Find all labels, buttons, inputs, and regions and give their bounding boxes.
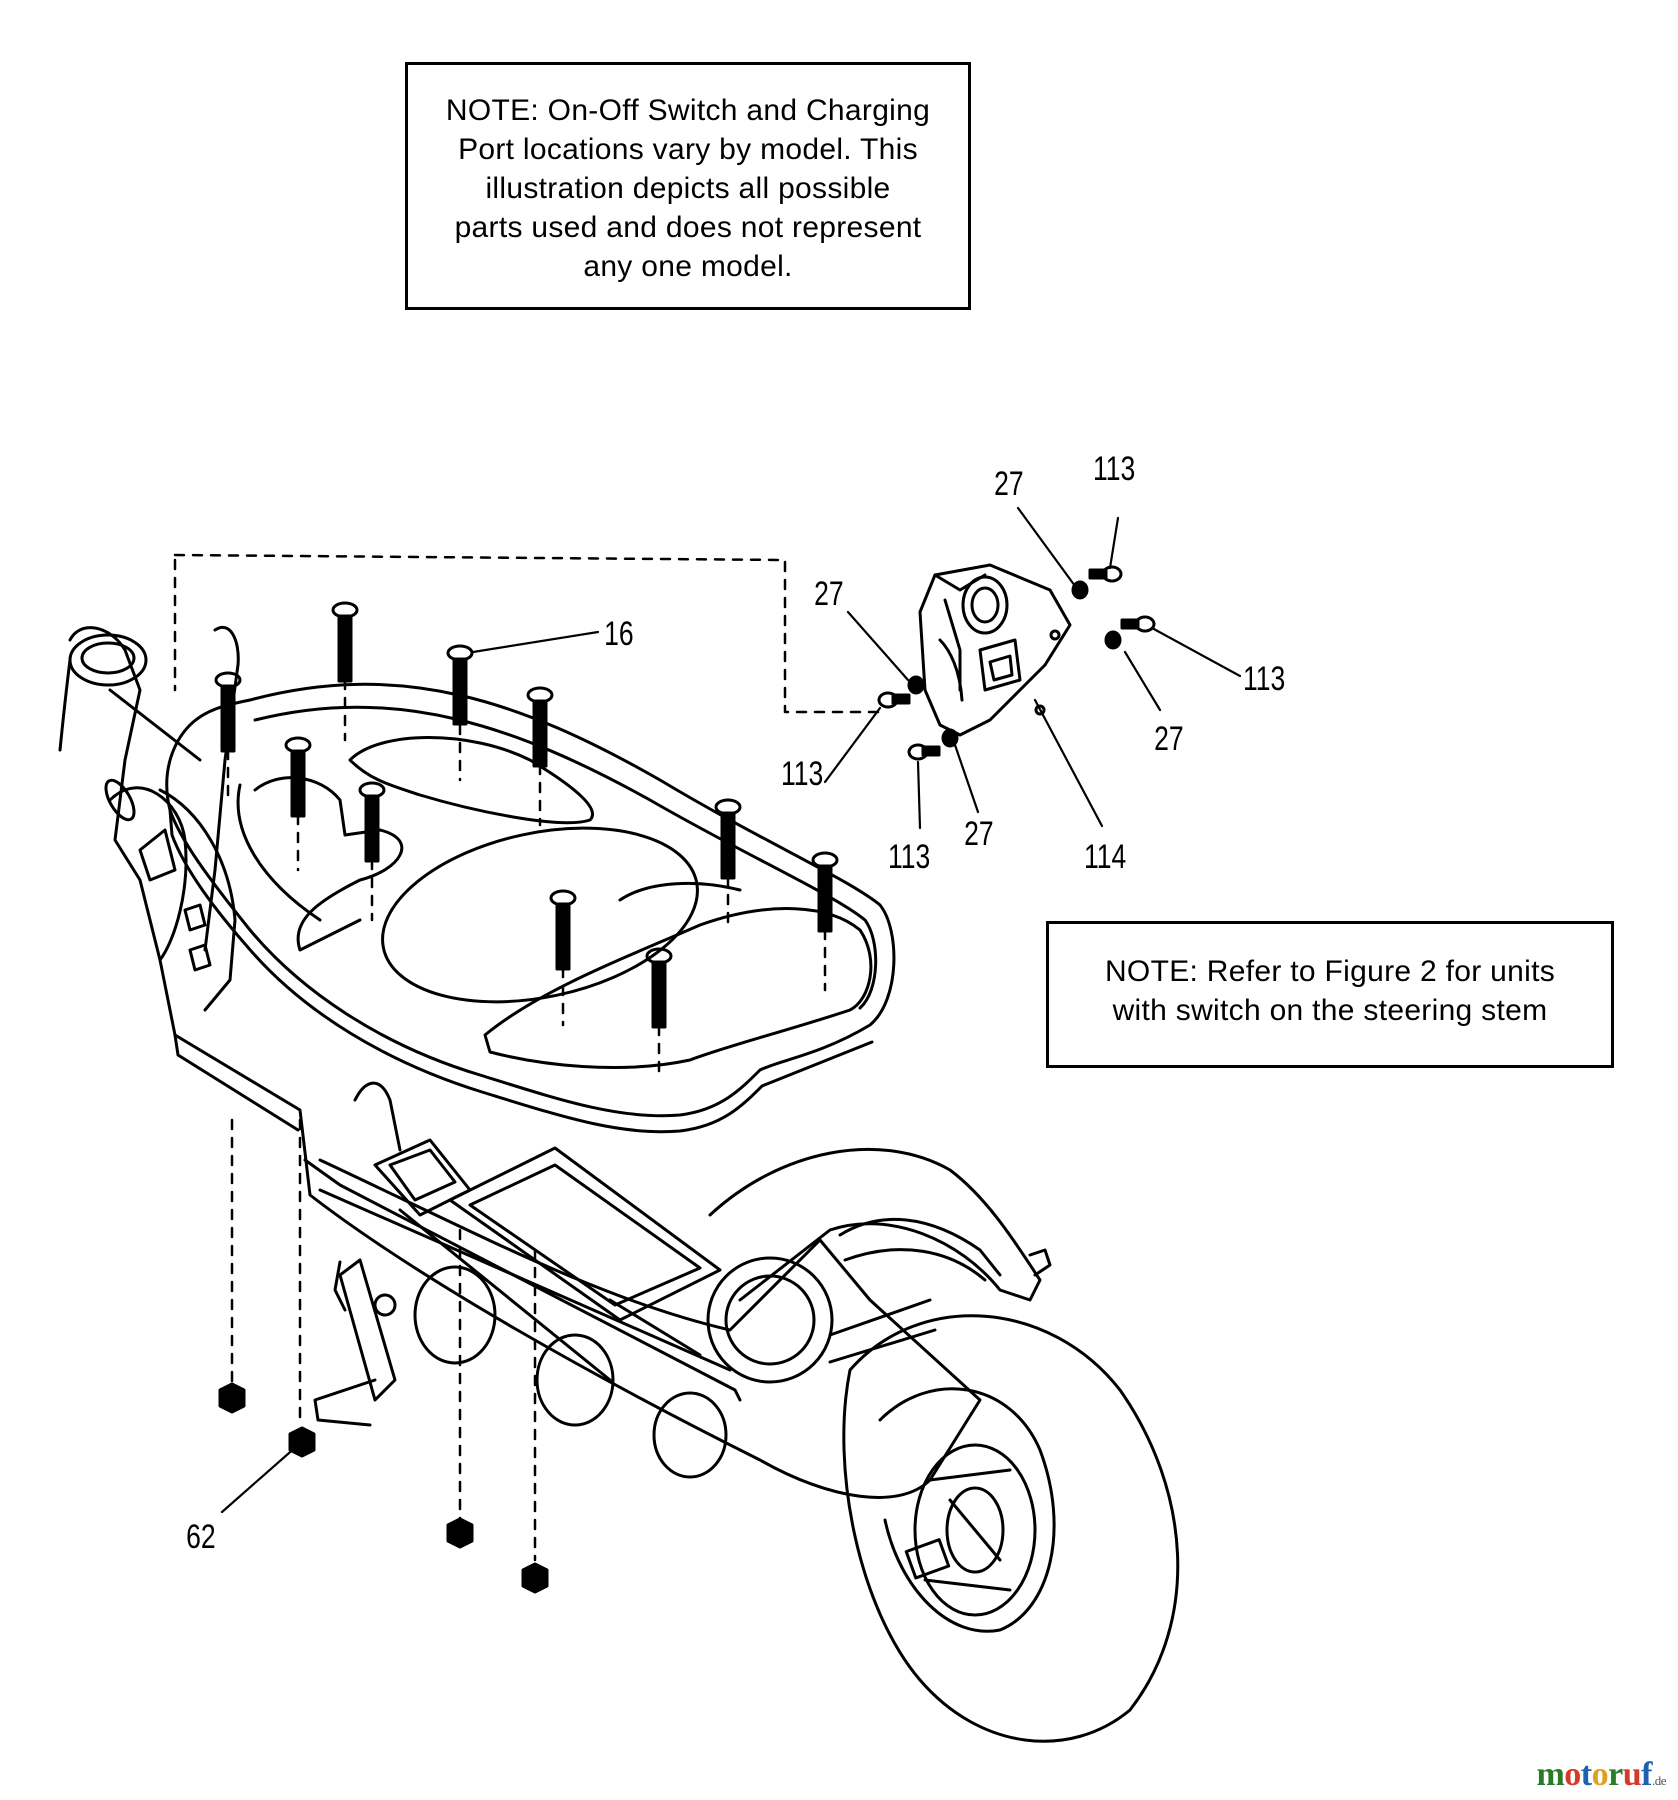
housing-fasteners <box>877 565 1156 761</box>
callout-27-upper-left: 27 <box>814 575 844 613</box>
washer-27 <box>907 675 925 695</box>
deck-screws <box>214 601 839 1029</box>
callout-113-left: 113 <box>781 755 823 793</box>
screw-113 <box>877 691 911 709</box>
screw-113 <box>1120 615 1156 633</box>
note-line: Port locations vary by model. This <box>458 133 918 166</box>
rear-wheel <box>842 1314 1180 1743</box>
leader-lines <box>220 506 1242 1514</box>
watermark-suffix: .de <box>1651 1773 1667 1788</box>
nuts <box>218 1382 549 1594</box>
switch-housing-114 <box>918 563 1072 737</box>
dashed-guides <box>173 553 882 1562</box>
watermark-letter: u <box>1622 1756 1642 1793</box>
nut <box>288 1426 316 1458</box>
screw <box>331 601 359 683</box>
screw <box>714 798 742 880</box>
note-figure-2-reference: NOTE: Refer to Figure 2 for units with s… <box>1046 921 1614 1068</box>
watermark-letter: m <box>1536 1756 1565 1793</box>
screw-113 <box>907 743 941 761</box>
callout-62: 62 <box>186 1518 216 1556</box>
note-line: any one model. <box>583 250 793 283</box>
nut <box>446 1517 474 1549</box>
callout-27-top: 27 <box>994 465 1024 503</box>
note-model-variation: NOTE: On-Off Switch and Charging Port lo… <box>405 62 971 310</box>
watermark-letter: o <box>1591 1756 1609 1793</box>
callout-114: 114 <box>1084 838 1126 876</box>
watermark-letter: f <box>1641 1756 1652 1793</box>
note-line: NOTE: Refer to Figure 2 for units <box>1104 955 1556 988</box>
washer-27 <box>1071 580 1089 600</box>
screw <box>358 781 386 863</box>
screw <box>549 889 577 971</box>
nut <box>521 1562 549 1594</box>
watermark-letter: t <box>1580 1756 1592 1793</box>
screw <box>214 671 242 753</box>
callout-113-top: 113 <box>1093 450 1135 488</box>
note-line: NOTE: On-Off Switch and Charging <box>445 94 931 127</box>
screw <box>446 644 474 726</box>
note-line: with switch on the steering stem <box>1112 994 1548 1027</box>
watermark-logo: motoruf.de <box>1536 1756 1666 1794</box>
callout-16: 16 <box>604 615 634 653</box>
note-line: parts used and does not represent <box>454 211 922 244</box>
watermark-brand: motoruf <box>1536 1756 1652 1793</box>
screw <box>645 947 673 1029</box>
scooter-frame <box>58 626 1052 1499</box>
callout-113-right: 113 <box>1243 660 1285 698</box>
callout-113-bottom: 113 <box>888 838 930 876</box>
nut <box>218 1382 246 1414</box>
watermark-letter: o <box>1564 1756 1581 1793</box>
washer-27 <box>941 728 959 748</box>
callout-27-right: 27 <box>1154 720 1184 758</box>
screw-113 <box>1088 565 1123 583</box>
callout-27-bottom: 27 <box>964 815 994 853</box>
screw <box>811 851 839 933</box>
callout-labels: 16 27 113 27 113 113 27 113 27 114 62 <box>186 450 1285 1556</box>
washer-27 <box>1104 630 1122 650</box>
note-line: illustration depicts all possible <box>485 172 891 205</box>
watermark-letter: r <box>1608 1756 1623 1793</box>
screw <box>526 686 554 768</box>
deck-plate <box>165 682 896 1134</box>
